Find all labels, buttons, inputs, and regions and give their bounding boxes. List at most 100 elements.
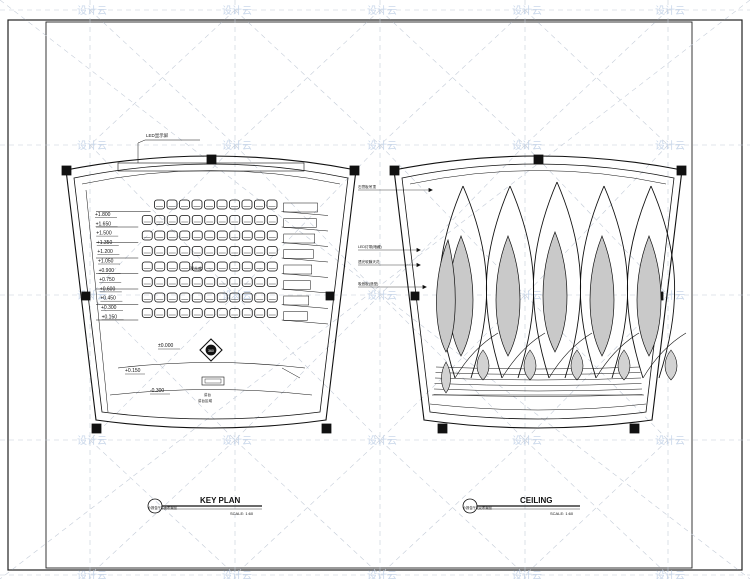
leaf-panel — [441, 361, 451, 394]
seat — [229, 292, 241, 303]
leaf-panel — [485, 185, 546, 381]
key-plan-note: 小报告厅平面布置图 — [148, 505, 177, 510]
seat — [266, 199, 278, 210]
seat — [241, 246, 253, 256]
seat — [229, 246, 241, 256]
column — [676, 165, 687, 176]
seat — [166, 261, 178, 272]
level-label: +1.800 — [95, 212, 111, 218]
column — [81, 291, 91, 301]
column — [61, 165, 72, 176]
column — [321, 423, 332, 434]
seat — [154, 215, 166, 225]
seat — [166, 308, 178, 318]
seat — [191, 292, 203, 303]
column — [629, 423, 640, 434]
seat — [166, 277, 178, 287]
level-labels: +1.800+1.650+1.500+1.350+1.200+1.050+0.9… — [95, 212, 124, 320]
seat — [204, 230, 216, 241]
seat — [141, 246, 153, 256]
seat — [141, 277, 153, 287]
seat — [229, 199, 240, 210]
seat — [191, 308, 203, 318]
watermark-text: 设计云 — [512, 434, 542, 447]
watermark-text: 设计云 — [77, 434, 107, 447]
ceiling-scale: SCALE: 1:60 — [550, 511, 574, 516]
seat — [154, 277, 166, 287]
watermark-text: 设计云 — [367, 4, 397, 17]
seat — [241, 292, 253, 303]
level-label: +0.750 — [99, 277, 115, 283]
watermark-text: 设计云 — [655, 139, 685, 152]
watermark-text: 设计云 — [222, 4, 252, 17]
seat — [266, 277, 278, 287]
ceiling-title-block: CEILING SCALE: 1:60 小报告厅天花布置图 — [462, 496, 580, 516]
leaf-panel — [436, 238, 456, 353]
seat — [254, 230, 266, 241]
key-plan-title: KEY PLAN — [200, 496, 241, 505]
seat-row — [96, 308, 329, 325]
seat — [204, 292, 216, 303]
section-marker: 360 — [199, 338, 223, 362]
watermark-text: 设计云 — [512, 4, 542, 17]
column — [389, 165, 400, 176]
level-label: +1.050 — [98, 259, 114, 265]
level-label: +1.650 — [96, 221, 112, 227]
level-label: +0.900 — [99, 268, 115, 274]
watermark-text: 设计云 — [222, 289, 252, 302]
seat — [166, 292, 178, 303]
leaf-panel — [579, 185, 640, 381]
column — [325, 291, 335, 301]
seat — [216, 308, 228, 318]
seat — [179, 261, 191, 272]
seat — [254, 261, 266, 272]
key-plan-scale: SCALE: 1:60 — [230, 511, 254, 516]
watermark-text: 设计云 — [77, 4, 107, 17]
seat — [241, 230, 253, 241]
seat — [191, 261, 203, 272]
ceiling-title: CEILING — [520, 496, 552, 505]
ceiling-callout: 透光软膜天花 — [358, 259, 380, 264]
leaf-panel — [626, 185, 687, 381]
watermark-text: 设计云 — [655, 4, 685, 17]
watermark-text: 设计云 — [512, 139, 542, 152]
seat — [216, 246, 228, 256]
level-label: +1.500 — [96, 231, 112, 237]
seat — [266, 292, 278, 303]
seat — [154, 230, 166, 241]
seat — [216, 277, 228, 287]
seat — [141, 292, 153, 303]
seat — [254, 246, 266, 256]
seat — [179, 246, 191, 256]
ceiling-callout: LED灯带(暗藏) — [358, 244, 382, 249]
seat — [254, 215, 266, 225]
watermark-text: 设计云 — [655, 569, 685, 579]
seat — [241, 277, 253, 287]
center-note: 观众席 — [190, 265, 202, 271]
seat — [141, 230, 153, 241]
seat — [154, 308, 166, 318]
seat — [141, 215, 153, 225]
seat — [216, 261, 228, 272]
seat — [179, 308, 191, 318]
svg-text:讲台: 讲台 — [204, 392, 211, 397]
ceiling-inner-wall — [401, 163, 675, 420]
ceiling-slats — [433, 366, 643, 397]
seat — [166, 215, 178, 225]
seat — [154, 292, 166, 303]
seat — [254, 292, 266, 303]
seat — [241, 215, 253, 225]
seat — [179, 292, 191, 303]
seat — [191, 215, 203, 225]
column — [437, 423, 448, 434]
seat — [204, 308, 216, 318]
seat-row — [96, 261, 329, 278]
column — [410, 291, 420, 301]
callout-leader — [137, 139, 200, 163]
seat — [254, 308, 266, 318]
seat — [166, 230, 178, 241]
seat — [229, 230, 241, 241]
